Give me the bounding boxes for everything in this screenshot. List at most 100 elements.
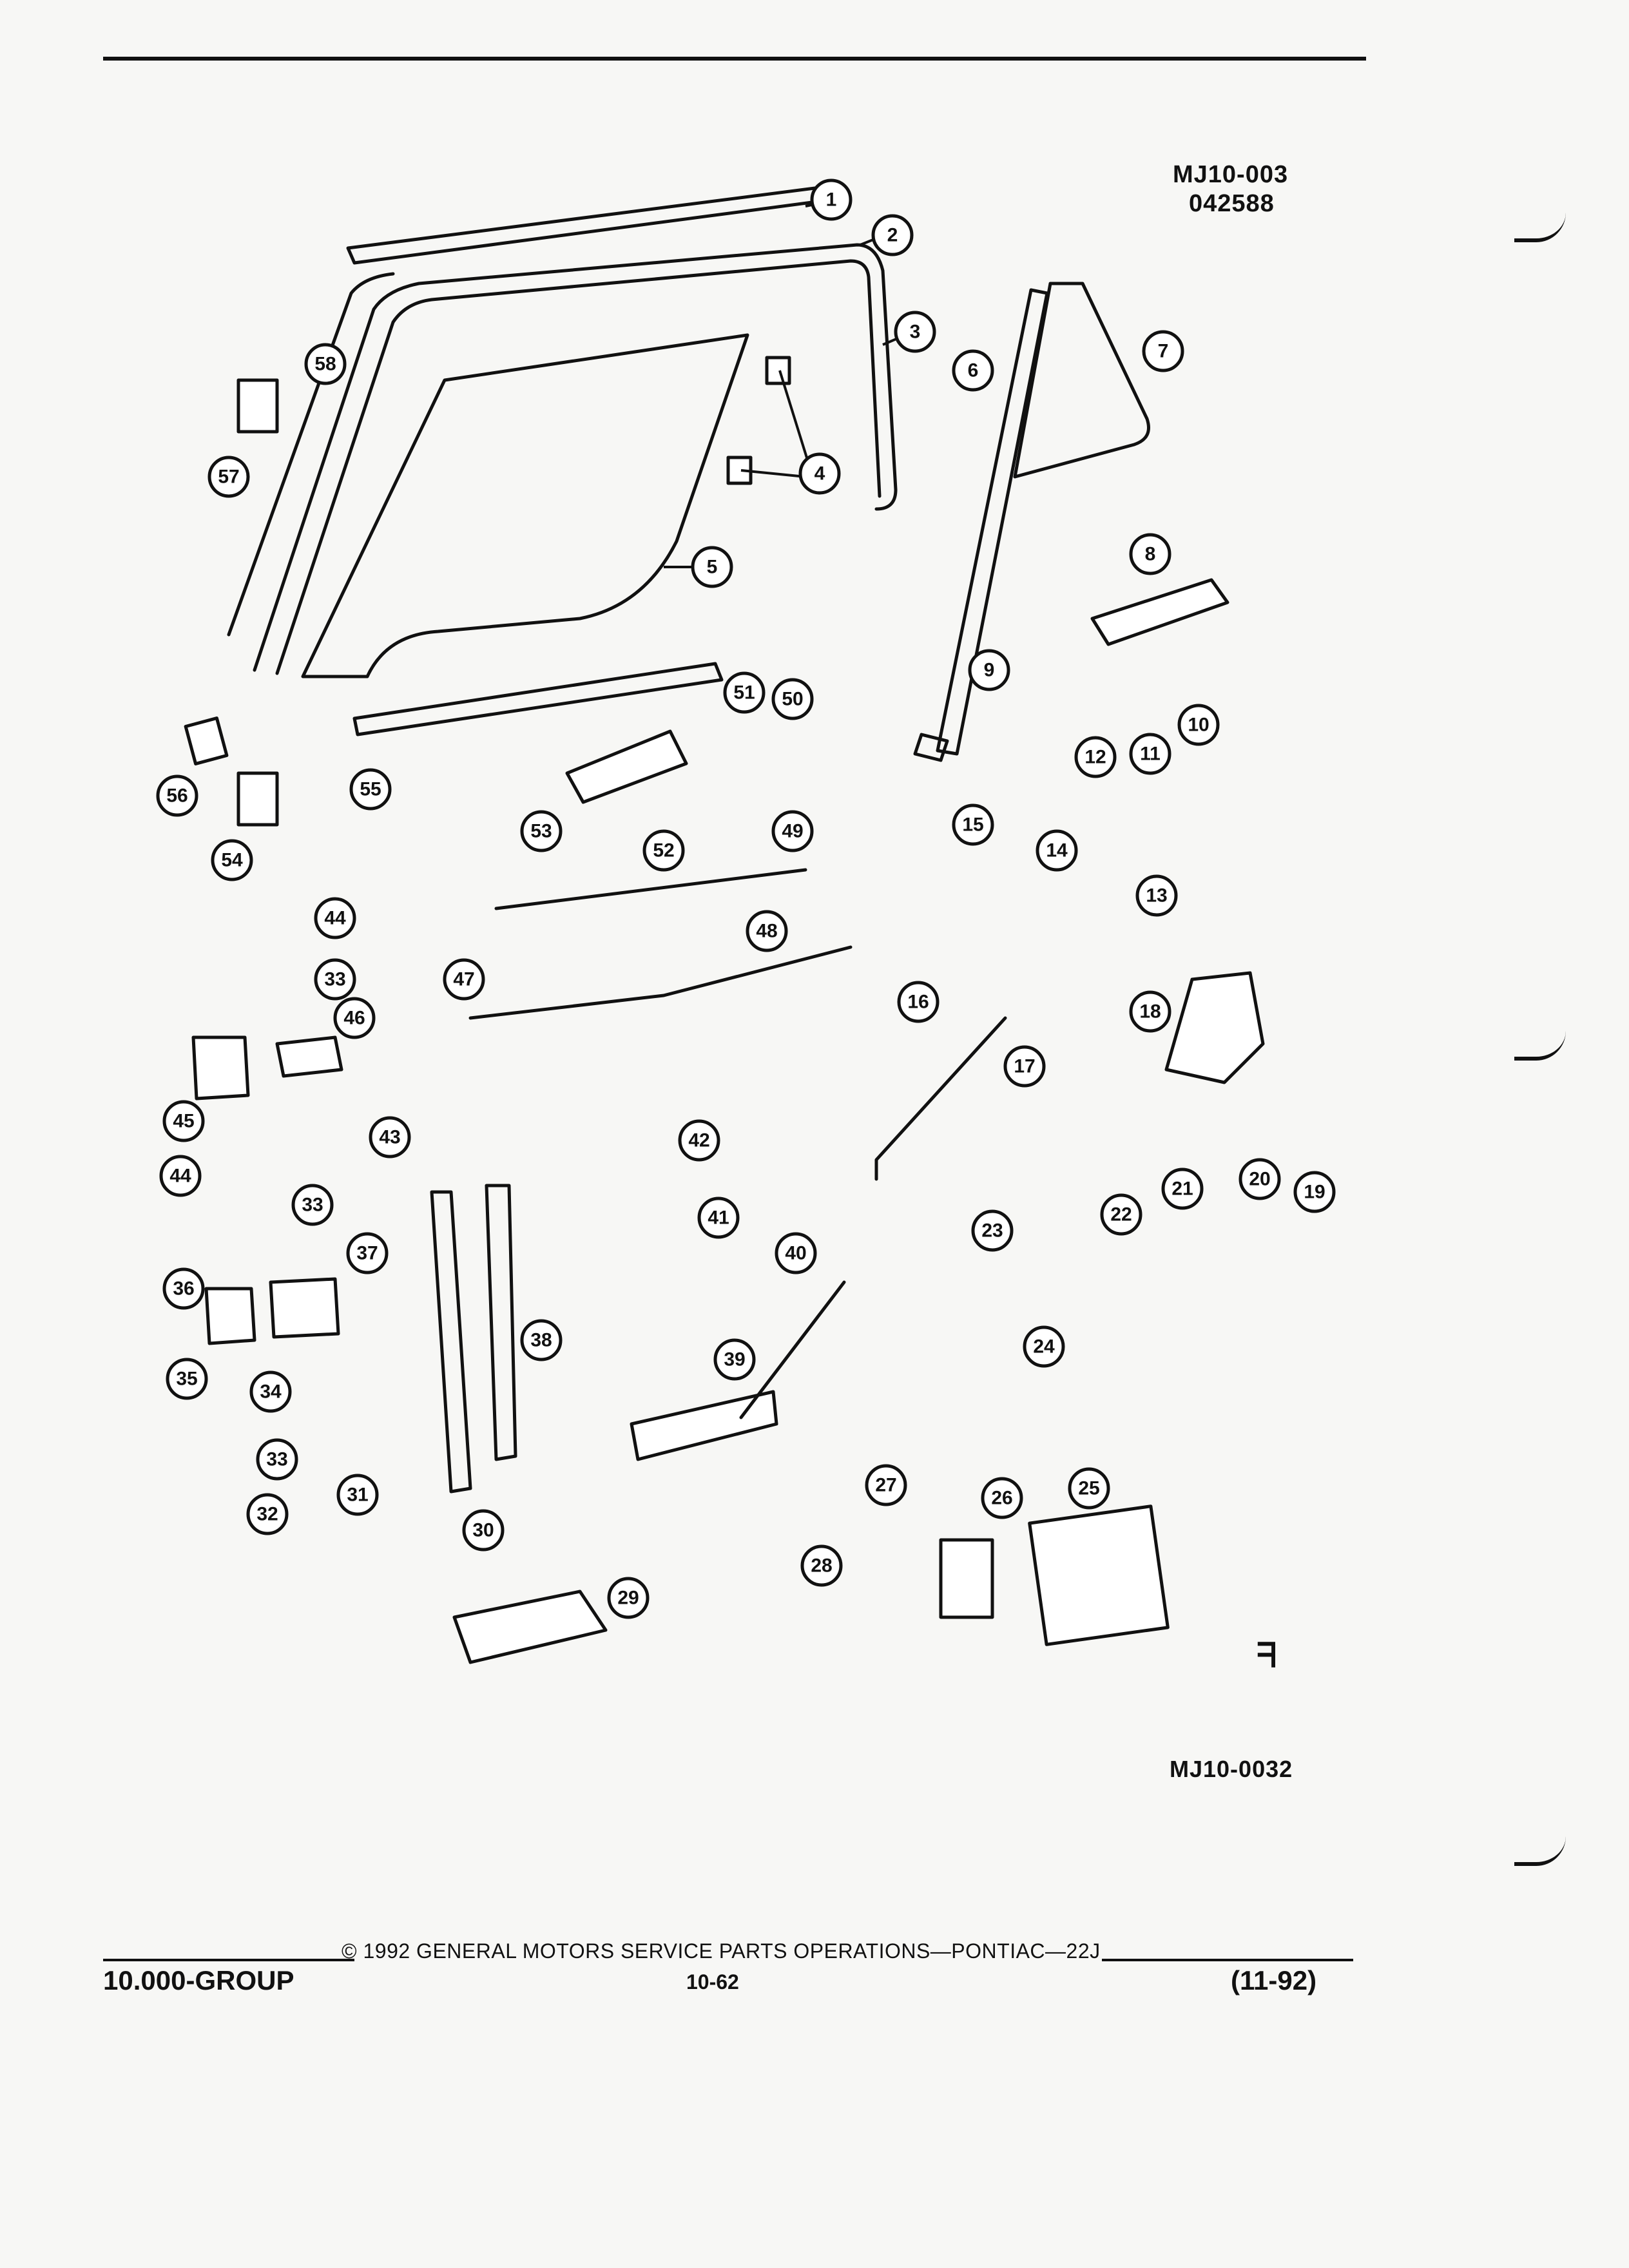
svg-text:31: 31 bbox=[347, 1485, 368, 1506]
callout-27: 27 bbox=[865, 1464, 907, 1506]
svg-text:35: 35 bbox=[176, 1369, 197, 1390]
svg-text:7: 7 bbox=[1158, 341, 1169, 362]
svg-text:8: 8 bbox=[1145, 544, 1156, 565]
svg-text:21: 21 bbox=[1171, 1178, 1193, 1200]
part-53-sash-guide bbox=[565, 729, 688, 804]
part-29-inside-lock bbox=[452, 1590, 608, 1664]
part-8-outside-handle bbox=[1090, 578, 1229, 646]
svg-text:47: 47 bbox=[453, 969, 474, 990]
callout-24: 24 bbox=[1023, 1325, 1065, 1368]
callout-9: 9 bbox=[968, 649, 1010, 691]
callout-48: 48 bbox=[746, 910, 788, 952]
part-39-window-regulator bbox=[630, 1390, 778, 1461]
callout-35: 35 bbox=[166, 1358, 208, 1400]
binder-tick-mark bbox=[1514, 213, 1566, 242]
drawing-code: MJ10-003 bbox=[1173, 161, 1289, 188]
callout-58: 58 bbox=[304, 343, 347, 385]
svg-text:44: 44 bbox=[324, 908, 346, 929]
callout-28: 28 bbox=[800, 1544, 843, 1587]
part-55-inner-belt-strip bbox=[352, 662, 724, 736]
svg-text:46: 46 bbox=[343, 1008, 365, 1029]
callout-19: 19 bbox=[1293, 1171, 1336, 1213]
svg-text:39: 39 bbox=[724, 1349, 745, 1370]
part-7-stationary-glass bbox=[1013, 282, 1150, 479]
part-37-hinge bbox=[269, 1277, 340, 1339]
callout-36: 36 bbox=[162, 1267, 205, 1310]
footer-group-label: 10.000-GROUP bbox=[103, 1965, 294, 1995]
svg-text:48: 48 bbox=[756, 921, 777, 942]
callout-33: 33 bbox=[291, 1184, 334, 1226]
svg-text:43: 43 bbox=[379, 1127, 400, 1148]
svg-text:14: 14 bbox=[1046, 840, 1068, 861]
svg-text:37: 37 bbox=[356, 1243, 378, 1264]
svg-text:33: 33 bbox=[324, 969, 345, 990]
callout-31: 31 bbox=[336, 1474, 379, 1516]
footer-copyright: © 1992 GENERAL MOTORS SERVICE PARTS OPER… bbox=[342, 1939, 1101, 1963]
callout-40: 40 bbox=[775, 1232, 817, 1274]
callout-6: 6 bbox=[952, 349, 994, 392]
svg-text:50: 50 bbox=[782, 689, 803, 710]
footer-date: (11-92) bbox=[1231, 1965, 1317, 1995]
svg-text:38: 38 bbox=[530, 1330, 552, 1351]
callout-30: 30 bbox=[462, 1509, 505, 1552]
callout-33: 33 bbox=[256, 1438, 298, 1481]
svg-text:30: 30 bbox=[472, 1520, 494, 1541]
svg-text:27: 27 bbox=[875, 1475, 896, 1496]
callout-54: 54 bbox=[211, 839, 253, 881]
part-47-rod bbox=[468, 945, 853, 1020]
callout-33: 33 bbox=[314, 958, 356, 1001]
callout-20: 20 bbox=[1239, 1158, 1281, 1200]
svg-text:5: 5 bbox=[707, 557, 718, 578]
part-9-channel-lower bbox=[913, 733, 949, 762]
callout-25: 25 bbox=[1068, 1467, 1110, 1510]
callout-8: 8 bbox=[1129, 533, 1171, 575]
callout-43: 43 bbox=[369, 1116, 411, 1158]
callout-15: 15 bbox=[952, 803, 994, 846]
svg-text:33: 33 bbox=[302, 1195, 323, 1216]
callout-34: 34 bbox=[249, 1370, 292, 1413]
callout-41: 41 bbox=[697, 1196, 740, 1239]
svg-text:10: 10 bbox=[1188, 715, 1209, 736]
top-rule bbox=[103, 57, 1366, 61]
callout-4: 4 bbox=[798, 452, 841, 495]
callout-42: 42 bbox=[678, 1119, 720, 1162]
svg-text:9: 9 bbox=[984, 660, 995, 681]
callout-22: 22 bbox=[1100, 1193, 1142, 1236]
svg-text:3: 3 bbox=[910, 322, 921, 343]
svg-text:33: 33 bbox=[266, 1449, 287, 1470]
part-38-glass-run bbox=[485, 1184, 517, 1461]
svg-text:6: 6 bbox=[968, 360, 979, 381]
svg-text:58: 58 bbox=[314, 354, 336, 375]
callout-16: 16 bbox=[897, 981, 940, 1023]
svg-text:34: 34 bbox=[260, 1381, 282, 1403]
part-49-rod bbox=[494, 868, 807, 910]
svg-text:26: 26 bbox=[991, 1488, 1012, 1509]
svg-text:44: 44 bbox=[169, 1166, 191, 1187]
svg-text:23: 23 bbox=[981, 1220, 1003, 1242]
callout-12: 12 bbox=[1074, 736, 1117, 778]
svg-text:24: 24 bbox=[1033, 1336, 1055, 1358]
callout-37: 37 bbox=[346, 1232, 389, 1274]
svg-text:29: 29 bbox=[617, 1588, 639, 1609]
callout-7: 7 bbox=[1142, 330, 1184, 372]
callout-26: 26 bbox=[981, 1477, 1023, 1519]
svg-text:42: 42 bbox=[688, 1130, 709, 1151]
callout-39: 39 bbox=[713, 1338, 756, 1381]
svg-text:2: 2 bbox=[887, 225, 898, 246]
part-40-regulator-arm bbox=[739, 1280, 846, 1419]
svg-text:28: 28 bbox=[811, 1555, 832, 1577]
callout-52: 52 bbox=[642, 829, 685, 872]
svg-text:36: 36 bbox=[173, 1278, 194, 1300]
part-45-hinge bbox=[191, 1035, 250, 1100]
svg-text:51: 51 bbox=[733, 682, 755, 704]
callout-13: 13 bbox=[1135, 874, 1178, 917]
callout-3: 3 bbox=[894, 311, 936, 353]
callout-56: 56 bbox=[156, 774, 198, 817]
part-17-lock-rod bbox=[874, 1016, 1007, 1181]
svg-text:41: 41 bbox=[708, 1207, 729, 1229]
svg-text:25: 25 bbox=[1078, 1478, 1099, 1499]
footer-page-number: 10-62 bbox=[686, 1970, 739, 1994]
callout-18: 18 bbox=[1129, 990, 1171, 1033]
svg-text:19: 19 bbox=[1304, 1182, 1325, 1203]
